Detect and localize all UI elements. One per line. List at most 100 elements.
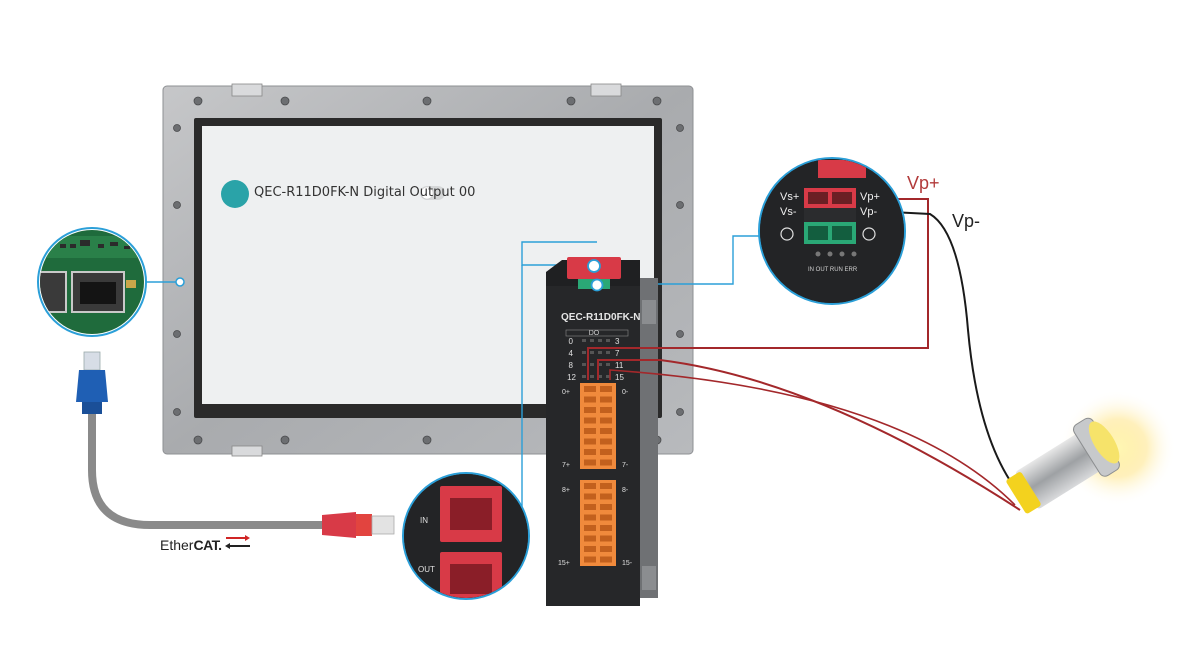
lamp-lens bbox=[1088, 421, 1120, 464]
terminal-slot bbox=[600, 459, 612, 466]
terminal-slot bbox=[600, 525, 612, 531]
terminal-slot bbox=[584, 459, 596, 466]
power-vs-minus-label: Vs- bbox=[780, 206, 797, 218]
led-row-0-right: 3 bbox=[615, 337, 620, 346]
led-row-0-left: 0 bbox=[569, 337, 574, 346]
ground-icon bbox=[862, 227, 876, 241]
module-name-label: QEC-R11D0FK-N bbox=[561, 312, 641, 323]
terminal-slot bbox=[584, 407, 596, 413]
status-indicator-icon bbox=[221, 180, 249, 208]
terminal-slot bbox=[584, 417, 596, 424]
terminal-slot bbox=[600, 417, 612, 424]
wire-vp-plus bbox=[587, 198, 929, 380]
terminal-slot bbox=[600, 407, 612, 413]
screw bbox=[676, 330, 684, 338]
red-plug-tip bbox=[371, 515, 395, 535]
ethercat-prefix: Ether bbox=[160, 537, 194, 553]
terminal-label-0-plus: 0+ bbox=[562, 389, 570, 396]
io-module: DO 0 3 4 7 8 11 12 15 0+ 0- 7+ 7- 8+ 8- … bbox=[546, 257, 658, 606]
led-row-1-right: 7 bbox=[615, 349, 620, 358]
frame-clip-right bbox=[590, 83, 622, 97]
ethercat-label: EtherCAT. bbox=[160, 537, 222, 553]
screw bbox=[422, 435, 432, 445]
module-side-rail bbox=[640, 278, 658, 598]
terminal-slot bbox=[584, 483, 596, 489]
screw bbox=[676, 124, 684, 132]
terminal-label-15-plus: 15+ bbox=[558, 560, 570, 567]
terminal-slot bbox=[584, 449, 596, 455]
screw bbox=[173, 330, 181, 338]
terminal-slot bbox=[600, 396, 612, 403]
terminal-slot bbox=[600, 428, 612, 434]
terminal-label-0-minus: 0- bbox=[622, 389, 629, 396]
port-zoom: IN OUT bbox=[402, 472, 530, 600]
led-row-3-right: 15 bbox=[615, 373, 624, 382]
terminal-slot bbox=[584, 396, 596, 403]
power-vp-minus-label: Vp- bbox=[860, 206, 877, 218]
wire-vp-minus bbox=[851, 209, 1019, 493]
power-status-leds-label: IN OUT RUN ERR bbox=[808, 267, 858, 273]
out-port-label: OUT bbox=[418, 565, 435, 574]
terminal-slot bbox=[584, 428, 596, 434]
ground-icon bbox=[780, 227, 794, 241]
led-row-2-right: 11 bbox=[615, 361, 624, 370]
lamp-body bbox=[1015, 433, 1101, 509]
lamp-yellow-ring bbox=[1006, 472, 1041, 514]
terminal-label-7-plus: 7+ bbox=[562, 462, 570, 469]
screw bbox=[566, 96, 576, 106]
terminal-slot bbox=[600, 546, 612, 552]
frame-clip-bottom-left bbox=[231, 445, 263, 457]
frame-clip-left bbox=[231, 83, 263, 97]
terminal-slot bbox=[600, 514, 612, 521]
ethercat-cable bbox=[76, 351, 395, 538]
screw bbox=[280, 435, 290, 445]
terminal-slot bbox=[600, 504, 612, 510]
toggle-knob bbox=[420, 186, 434, 200]
wires bbox=[587, 198, 1021, 511]
led-row-2-left: 8 bbox=[569, 361, 574, 370]
terminal-block-lower bbox=[580, 480, 616, 566]
pcb-zoom bbox=[37, 227, 147, 337]
callout-dot-pcb bbox=[175, 277, 185, 287]
wire-label-vp-minus: Vp- bbox=[952, 211, 981, 231]
ethercat-logo-icon bbox=[225, 535, 250, 549]
wire-label-vp-plus: Vp+ bbox=[907, 173, 940, 193]
screw bbox=[280, 96, 290, 106]
screw bbox=[173, 201, 181, 209]
terminal-label-8-plus: 8+ bbox=[562, 487, 570, 494]
terminal-slot bbox=[600, 483, 612, 489]
terminal-slot bbox=[600, 535, 612, 542]
do-label: DO bbox=[589, 330, 600, 337]
terminal-label-7-minus: 7- bbox=[622, 462, 629, 469]
screw bbox=[173, 408, 181, 416]
power-vp-plus-label: Vp+ bbox=[860, 191, 880, 203]
panel-pc bbox=[162, 83, 694, 457]
screen-output-label: QEC-R11D0FK-N Digital Output 00 bbox=[254, 185, 476, 200]
terminal-slot bbox=[584, 386, 596, 392]
terminal-slot bbox=[584, 438, 596, 445]
screw bbox=[173, 124, 181, 132]
terminal-slot bbox=[600, 438, 612, 445]
power-vs-plus-label: Vs+ bbox=[780, 191, 799, 203]
indicator-lamp bbox=[1006, 390, 1176, 514]
screw bbox=[652, 96, 662, 106]
screw bbox=[676, 201, 684, 209]
terminal-slot bbox=[584, 535, 596, 542]
terminal-slot bbox=[584, 556, 596, 563]
terminal-slot bbox=[600, 386, 612, 392]
terminal-slot bbox=[600, 556, 612, 563]
power-zoom: Vs+ Vs- Vp+ Vp- IN OUT RUN ERR bbox=[758, 157, 906, 305]
terminal-label-15-minus: 15- bbox=[622, 560, 633, 567]
screw bbox=[193, 435, 203, 445]
red-plug-body bbox=[322, 512, 356, 538]
led-row-1-left: 4 bbox=[569, 349, 574, 358]
terminal-slot bbox=[600, 493, 612, 500]
terminal-label-8-minus: 8- bbox=[622, 487, 629, 494]
led-row-3-left: 12 bbox=[567, 373, 576, 382]
screw bbox=[193, 96, 203, 106]
wire-return bbox=[609, 369, 1016, 506]
terminal-block-upper bbox=[580, 383, 616, 469]
terminal-slot bbox=[600, 449, 612, 455]
terminal-slot bbox=[584, 504, 596, 510]
